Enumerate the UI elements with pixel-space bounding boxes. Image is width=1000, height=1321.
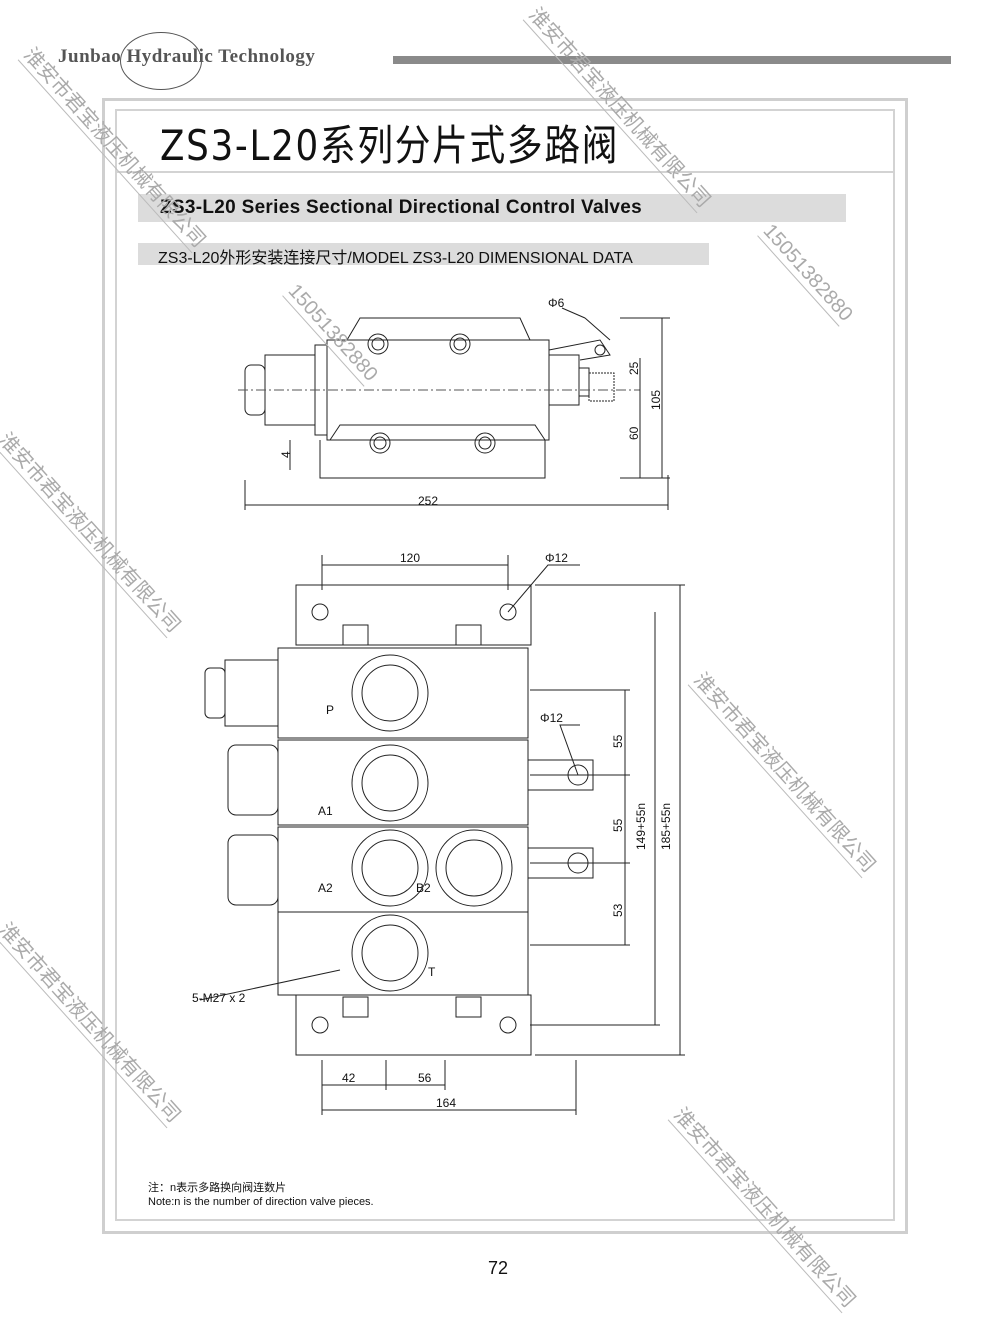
section-label: ZS3-L20外形安装连接尺寸/MODEL ZS3-L20 DIMENSIONA… [158, 250, 633, 267]
page-title: ZS3-L20系列分片式多路阀 [160, 121, 620, 170]
page-frame [102, 98, 908, 1234]
port-b2: B2 [416, 881, 431, 895]
dim-phi12-right: Φ12 [540, 711, 563, 725]
dim-phi12-top: Φ12 [545, 551, 568, 565]
dim-phi6: Φ6 [548, 296, 565, 310]
dim-25: 25 [627, 361, 641, 375]
note-zh: 注：n表示多路换向阀连数片 [148, 1182, 287, 1194]
dim-42: 42 [342, 1071, 356, 1085]
note-en: Note:n is the number of direction valve … [148, 1196, 374, 1208]
port-a1: A1 [318, 804, 333, 818]
dim-149-55n: 149+55n [634, 803, 648, 850]
thread-spec: 5-M27 x 2 [192, 991, 246, 1005]
dim-105: 105 [649, 390, 663, 410]
port-p: P [326, 703, 334, 717]
port-t: T [428, 965, 436, 979]
brand-name: Junbao Hydraulic Technology [58, 46, 316, 67]
brand-logo-circle [120, 32, 202, 90]
dim-53: 53 [611, 903, 625, 917]
dim-60: 60 [627, 426, 641, 440]
dim-252: 252 [418, 494, 438, 508]
dim-120: 120 [400, 551, 420, 565]
dim-4: 4 [279, 451, 293, 458]
dim-185-55n: 185+55n [659, 803, 673, 850]
dim-55b: 55 [611, 818, 625, 832]
front-view [199, 555, 685, 1115]
dim-56: 56 [418, 1071, 432, 1085]
subtitle-en: ZS3-L20 Series Sectional Directional Con… [160, 197, 643, 218]
page-number: 72 [488, 1258, 509, 1278]
port-a2: A2 [318, 881, 333, 895]
note: 注：n表示多路换向阀连数片 Note:n is the number of di… [148, 1181, 374, 1209]
page-frame-inner [115, 109, 895, 1221]
side-view [238, 307, 670, 510]
title-divider [117, 171, 893, 173]
subtitle-band: ZS3-L20 Series Sectional Directional Con… [138, 194, 846, 222]
header-bar [393, 56, 951, 64]
dim-164: 164 [436, 1096, 456, 1110]
section-band: ZS3-L20外形安装连接尺寸/MODEL ZS3-L20 DIMENSIONA… [138, 243, 709, 267]
dim-55a: 55 [611, 734, 625, 748]
